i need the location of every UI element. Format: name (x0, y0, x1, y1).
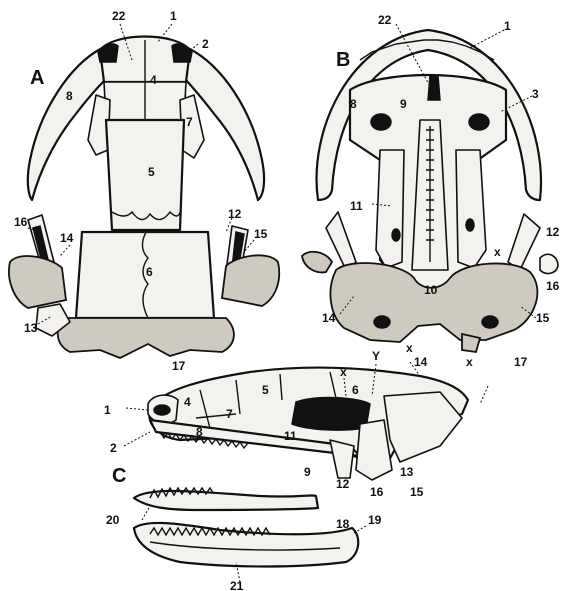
label-a-2: 2 (202, 37, 209, 51)
label-a-4: 4 (150, 73, 157, 87)
panel-label-b: B (336, 49, 350, 71)
label-b-14: 14 (322, 311, 336, 325)
label-c-x: x (340, 365, 347, 379)
label-c-4: 4 (184, 395, 191, 409)
label-b-x-right: x (494, 245, 501, 259)
label-a-14: 14 (60, 231, 74, 245)
label-a-15: 15 (254, 227, 268, 241)
view-b-right-choana (469, 114, 489, 130)
label-b-12: 12 (546, 225, 560, 239)
view-b-palatal-skull (302, 30, 558, 352)
label-c-y: Y (372, 349, 380, 363)
view-b-right-quadrate-knob (540, 254, 558, 273)
label-c-14: 14 (414, 355, 428, 369)
view-b-vomer-dark (428, 76, 440, 100)
label-a-12: 12 (228, 207, 242, 221)
view-c-naris (154, 405, 170, 415)
label-b-3: 3 (532, 87, 539, 101)
label-a-22: 22 (112, 9, 126, 23)
view-a-right-naris (172, 44, 192, 62)
view-c-orbit-dark (292, 398, 370, 431)
view-a-parietal (76, 232, 214, 318)
label-c-2: 2 (110, 441, 117, 455)
label-c-8: 8 (196, 425, 203, 439)
label-a-1: 1 (170, 9, 177, 23)
label-b-10: 10 (424, 283, 438, 297)
label-a-6: 6 (146, 265, 153, 279)
label-b-16: 16 (546, 279, 560, 293)
label-c-16: 16 (370, 485, 384, 499)
label-b-1: 1 (504, 19, 511, 33)
panel-label-c: C (112, 465, 126, 487)
label-c-6: 6 (352, 383, 359, 397)
label-c-21: 21 (230, 579, 244, 591)
label-b-17: 17 (514, 355, 528, 369)
label-c-1: 1 (104, 403, 111, 417)
label-a-8: 8 (66, 89, 73, 103)
view-b-right-ectopterygoid (508, 214, 540, 270)
view-c-dentary-upper (134, 491, 318, 510)
view-b-left-squamosal (302, 252, 332, 273)
label-b-22: 22 (378, 13, 392, 27)
view-c-pterygoid-spur (330, 440, 354, 478)
view-b-left-choana (371, 114, 391, 130)
label-c-9: 9 (304, 465, 311, 479)
label-c-11: 11 (284, 429, 297, 443)
label-c-5: 5 (262, 383, 269, 397)
label-b-x-mid: x (406, 341, 413, 355)
label-a-5: 5 (148, 165, 155, 179)
view-b-left-foramen (374, 316, 390, 328)
view-a-left-naris (98, 44, 118, 62)
view-a-dorsal-skull (9, 37, 279, 359)
label-a-17: 17 (172, 359, 186, 373)
label-b-9: 9 (400, 97, 407, 111)
label-b-8: 8 (350, 97, 357, 111)
view-b-right-foramen (482, 316, 498, 328)
view-b-left-pterygoid (376, 150, 404, 268)
view-a-right-squamosal (222, 255, 279, 306)
label-c-12: 12 (336, 477, 350, 491)
view-a-occipital (58, 318, 234, 358)
label-b-15: 15 (536, 311, 550, 325)
label-c-20: 20 (106, 513, 120, 527)
label-a-16: 16 (14, 215, 28, 229)
label-c-18: 18 (336, 517, 350, 531)
label-c-15: 15 (410, 485, 424, 499)
label-c-7: 7 (226, 407, 233, 421)
label-a-7: 7 (186, 115, 193, 129)
label-b-11: 11 (350, 199, 363, 213)
view-b-right-pterygoid (456, 150, 486, 268)
label-c-13: 13 (400, 465, 414, 479)
label-c-19: 19 (368, 513, 382, 527)
label-b-x-low: x (466, 355, 473, 369)
view-a-left-squamosal (9, 256, 66, 308)
label-a-13: 13 (24, 321, 38, 335)
panel-label-a: A (30, 67, 44, 89)
